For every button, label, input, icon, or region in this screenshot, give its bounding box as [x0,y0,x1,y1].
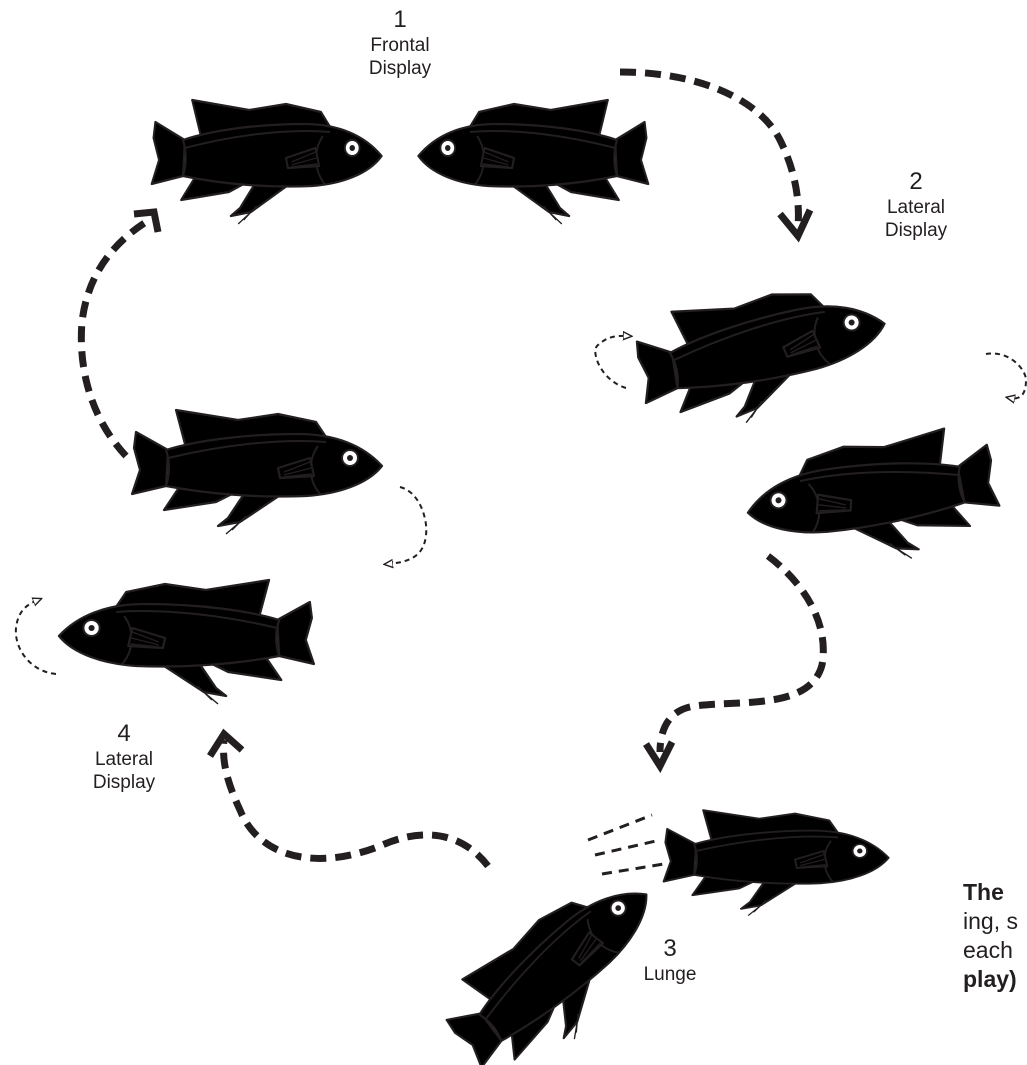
lunge-speed-line [588,815,652,840]
cycle-arrow-1-to-2 [620,72,798,226]
fish-4-light [59,580,314,704]
caption-lead: The [963,879,1004,905]
caption-text: The ing, s each play) [963,878,1027,994]
stage-4-line1: Lateral [64,749,184,772]
fish-2-light [628,269,898,442]
caption-line-4: play) [963,966,1017,992]
stage-1-line2: Display [340,58,460,81]
cycle-arrow-2-to-3 [660,556,823,752]
stage-3-number: 3 [620,935,720,964]
stage-1-number: 1 [340,6,460,35]
fish-2-dark [740,422,1005,580]
stage-2-line1: Lateral [856,197,976,220]
circling-arrow [986,353,1026,398]
stage-1-label: 1 Frontal Display [340,6,460,80]
stage-3-label: 3 Lunge [620,935,720,987]
fish-1-light [152,100,382,224]
stage-2-label: 2 Lateral Display [856,168,976,242]
stage-4-line2: Display [64,772,184,795]
fish-4-dark [132,410,382,534]
stage-1-line1: Frontal [340,35,460,58]
lunge-speed-line [595,840,660,855]
fish-3-light [664,810,889,915]
cycle-arrow-4-to-1 [81,222,146,456]
circling-arrow [16,600,56,674]
stage-4-label: 4 Lateral Display [64,720,184,794]
lunge-speed-line [602,864,664,874]
caption-line-2: ing, s [963,907,1027,936]
stage-4-number: 4 [64,720,184,749]
stage-3-line1: Lunge [620,964,720,987]
caption-line-3: each [963,936,1027,965]
stage-2-number: 2 [856,168,976,197]
fish-1-dark [418,100,648,224]
stage-2-line2: Display [856,220,976,243]
cycle-arrow-3-to-4 [224,740,488,866]
circling-arrow [595,336,628,388]
circling-arrow [388,487,426,564]
